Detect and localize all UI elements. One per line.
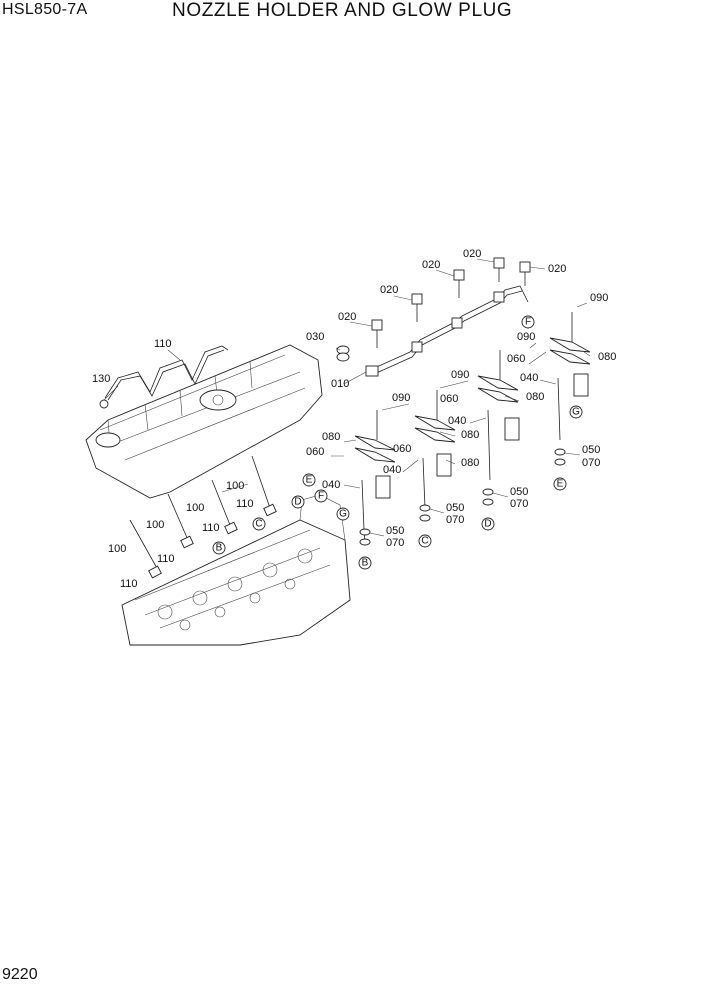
label-040: 040 bbox=[383, 464, 401, 476]
page-number: 9220 bbox=[2, 966, 38, 983]
glow-plug bbox=[129, 519, 162, 579]
svg-text:F: F bbox=[318, 491, 324, 502]
label-100: 100 bbox=[146, 519, 164, 531]
nozzle-holder-2 bbox=[414, 390, 456, 522]
label-070: 070 bbox=[446, 514, 464, 526]
label-110: 110 bbox=[202, 522, 220, 534]
label-130: 130 bbox=[92, 373, 110, 385]
svg-text:C: C bbox=[255, 519, 262, 530]
ref-D-nozzle: D bbox=[481, 517, 495, 531]
eye-bolt bbox=[519, 261, 531, 286]
nozzle-holder-4 bbox=[549, 312, 591, 466]
label-060: 060 bbox=[393, 443, 411, 455]
ref-C-diagram: C bbox=[252, 517, 266, 531]
label-080: 080 bbox=[461, 457, 479, 469]
label-080: 080 bbox=[598, 351, 616, 363]
label-100: 100 bbox=[186, 502, 204, 514]
ref-C-nozzle: C bbox=[418, 534, 432, 548]
label-110: 110 bbox=[120, 578, 138, 590]
glow-plug bbox=[251, 455, 277, 517]
ref-E-nozzle: E bbox=[553, 477, 567, 491]
ref-E-diagram: E bbox=[302, 473, 316, 487]
label-070: 070 bbox=[582, 457, 600, 469]
label-080: 080 bbox=[526, 391, 544, 403]
label-110: 110 bbox=[236, 498, 254, 510]
label-050: 050 bbox=[582, 444, 600, 456]
svg-text:E: E bbox=[306, 475, 313, 486]
label-030: 030 bbox=[306, 331, 324, 343]
label-020: 020 bbox=[422, 259, 440, 271]
model-code: HSL850-7A bbox=[2, 1, 88, 18]
label-040: 040 bbox=[448, 415, 466, 427]
label-010: 010 bbox=[331, 378, 349, 390]
label-020: 020 bbox=[380, 284, 398, 296]
ref-B-nozzle: B bbox=[358, 556, 372, 570]
page-title: NOZZLE HOLDER AND GLOW PLUG bbox=[172, 0, 513, 21]
glow-plug bbox=[211, 479, 238, 535]
label-060: 060 bbox=[440, 393, 458, 405]
ref-B-diagram: B bbox=[212, 541, 226, 555]
pipe-joint bbox=[493, 291, 505, 303]
svg-text:G: G bbox=[339, 509, 347, 520]
label-040: 040 bbox=[520, 372, 538, 384]
pipe-joint bbox=[365, 365, 379, 377]
label-050: 050 bbox=[386, 525, 404, 537]
nozzle-holder-1 bbox=[354, 410, 396, 546]
svg-text:D: D bbox=[294, 497, 301, 508]
svg-text:D: D bbox=[484, 519, 491, 530]
label-020: 020 bbox=[548, 263, 566, 275]
ref-F-pipe: F bbox=[521, 315, 535, 329]
label-090: 090 bbox=[392, 392, 410, 404]
label-090: 090 bbox=[590, 292, 608, 304]
label-080: 080 bbox=[322, 431, 340, 443]
eye-bolt bbox=[411, 293, 423, 322]
pipe-joint bbox=[451, 317, 463, 329]
label-050: 050 bbox=[510, 486, 528, 498]
label-050: 050 bbox=[446, 502, 464, 514]
label-020: 020 bbox=[338, 311, 356, 323]
svg-text:C: C bbox=[421, 536, 428, 547]
label-120: 110 bbox=[154, 338, 172, 350]
ref-G-nozzle: G bbox=[569, 405, 583, 419]
eye-bolt bbox=[453, 269, 465, 298]
eye-bolt bbox=[371, 319, 383, 348]
label-060: 060 bbox=[507, 353, 525, 365]
glow-plug bbox=[167, 493, 194, 549]
pipe-joint bbox=[411, 341, 423, 353]
eye-bolt bbox=[493, 257, 505, 282]
label-060: 060 bbox=[306, 446, 324, 458]
label-110: 110 bbox=[157, 553, 175, 565]
svg-text:B: B bbox=[362, 558, 369, 569]
label-090: 090 bbox=[451, 369, 469, 381]
label-040: 040 bbox=[322, 479, 340, 491]
svg-text:B: B bbox=[216, 543, 223, 554]
label-090: 090 bbox=[517, 331, 535, 343]
label-070: 070 bbox=[510, 498, 528, 510]
label-100: 100 bbox=[226, 480, 244, 492]
label-100: 100 bbox=[108, 543, 126, 555]
rocker-cover bbox=[85, 344, 323, 499]
label-080: 080 bbox=[461, 429, 479, 441]
svg-text:G: G bbox=[572, 407, 580, 418]
svg-text:F: F bbox=[525, 317, 531, 328]
ref-G-diagram: G bbox=[336, 507, 350, 521]
label-070: 070 bbox=[386, 537, 404, 549]
glow-plug-connector-bar bbox=[104, 345, 229, 399]
nut-130 bbox=[99, 399, 109, 409]
nozzle-holder-3 bbox=[477, 350, 520, 506]
ref-D-diagram: D bbox=[291, 495, 305, 509]
svg-text:E: E bbox=[557, 479, 564, 490]
label-020: 020 bbox=[463, 248, 481, 260]
ref-F-diagram: F bbox=[314, 489, 328, 503]
